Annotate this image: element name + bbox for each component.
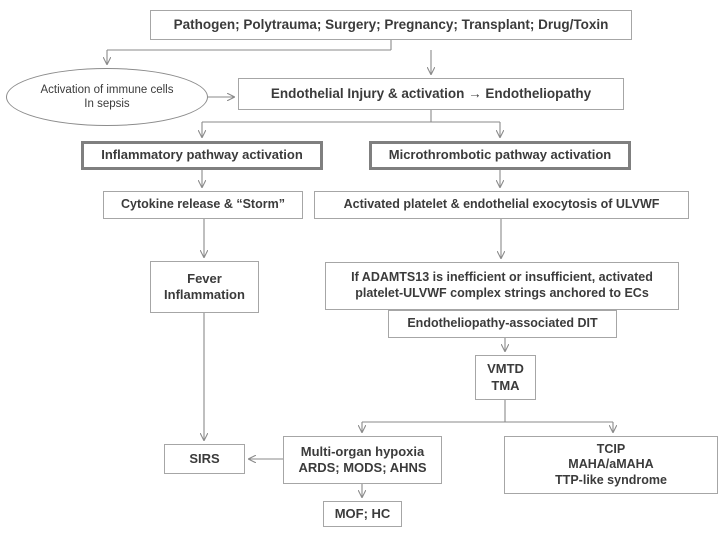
node-label-cytokine-release: Cytokine release & “Storm” <box>104 197 302 213</box>
node-platelet-exocytosis: Activated platelet & endothelial exocyto… <box>314 191 689 219</box>
node-line: If ADAMTS13 is inefficient or insufficie… <box>351 270 653 285</box>
node-line: Activation of immune cells <box>40 83 174 96</box>
node-trigger: Pathogen; Polytrauma; Surgery; Pregnancy… <box>150 10 632 40</box>
node-line: Multi-organ hypoxia <box>300 443 425 459</box>
node-label-adamts13: If ADAMTS13 is inefficient or insufficie… <box>326 270 678 301</box>
node-line: Activated platelet & endothelial exocyto… <box>343 197 660 212</box>
node-endotheliopathy-dit: Endotheliopathy-associated DIT <box>388 310 617 338</box>
node-line: Endotheliopathy-associated DIT <box>407 316 598 331</box>
node-line: Inflammation <box>164 287 245 302</box>
node-line: ARDS; MODS; AHNS <box>298 460 427 475</box>
node-label-mof-hc: MOF; HC <box>324 506 401 522</box>
node-line: Cytokine release & “Storm” <box>121 197 285 212</box>
node-adamts13: If ADAMTS13 is inefficient or insufficie… <box>325 262 679 310</box>
node-label-immune-activation: Activation of immune cells In sepsis <box>7 83 207 112</box>
node-label-microthrombotic-pathway: Microthrombotic pathway activation <box>372 147 628 163</box>
node-endothelial-injury: Endothelial Injury & activation → Endoth… <box>238 78 624 110</box>
node-line: SIRS <box>189 450 220 466</box>
node-line: MOF; HC <box>334 505 391 521</box>
node-label-inflammatory-pathway: Inflammatory pathway activation <box>84 147 320 163</box>
node-line: MAHA/aMAHA <box>568 457 654 472</box>
node-line: Pathogen; Polytrauma; Surgery; Pregnancy… <box>173 16 609 32</box>
node-line: VMTD <box>487 361 524 377</box>
node-label-sirs: SIRS <box>165 451 244 467</box>
node-immune-activation: Activation of immune cells In sepsis <box>6 68 208 126</box>
node-line: Microthrombotic pathway activation <box>388 147 612 163</box>
node-line: platelet-ULVWF complex strings anchored … <box>355 286 649 300</box>
node-label-endothelial-injury: Endothelial Injury & activation → Endoth… <box>239 86 623 103</box>
node-line: TTP-like syndrome <box>555 472 667 487</box>
node-mof-hc: MOF; HC <box>323 501 402 527</box>
node-inflammatory-pathway: Inflammatory pathway activation <box>81 141 323 170</box>
node-line: TMA <box>491 377 520 393</box>
node-label-trigger: Pathogen; Polytrauma; Surgery; Pregnancy… <box>151 17 631 34</box>
node-line: Endothelial Injury & activation → Endoth… <box>270 85 592 101</box>
node-line: In sepsis <box>84 98 130 110</box>
node-label-platelet-exocytosis: Activated platelet & endothelial exocyto… <box>315 197 688 213</box>
node-sirs: SIRS <box>164 444 245 474</box>
node-label-endotheliopathy-dit: Endotheliopathy-associated DIT <box>389 316 616 332</box>
node-line: TCIP <box>596 441 626 456</box>
node-line: Fever <box>187 270 222 286</box>
node-line: Inflammatory pathway activation <box>101 147 303 163</box>
node-cytokine-release: Cytokine release & “Storm” <box>103 191 303 219</box>
node-microthrombotic-pathway: Microthrombotic pathway activation <box>369 141 631 170</box>
